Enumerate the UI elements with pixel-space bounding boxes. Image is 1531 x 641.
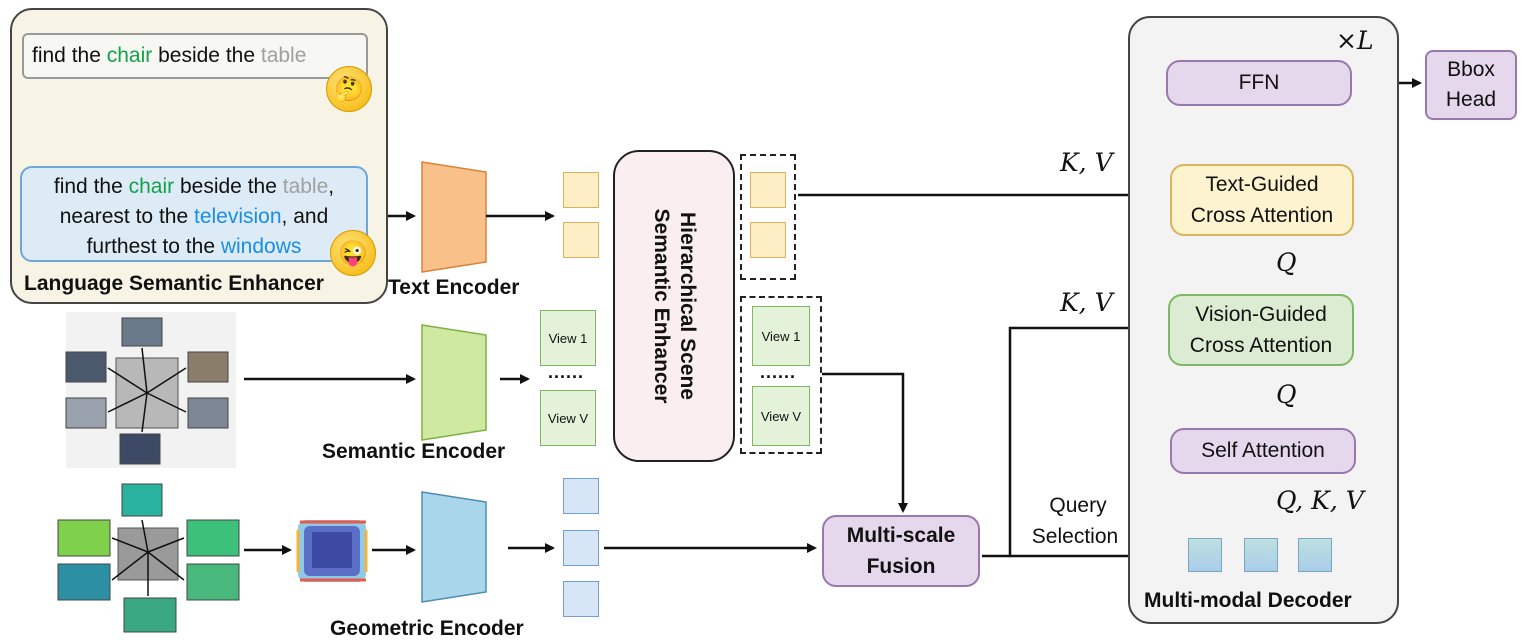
ffn-block: FFN [1166, 60, 1352, 106]
grinning-face-icon: 😜 [330, 230, 376, 276]
arrow-fusion-to-vision-guided [982, 323, 1164, 558]
query-text: , and [281, 205, 329, 228]
layer-repeat-label: ×L [1336, 26, 1374, 55]
text-encoder-shape [421, 161, 487, 273]
thinking-face-icon: 🤔 [326, 66, 372, 112]
hse-label-line-1: Hierarchical Scene [676, 212, 699, 400]
view-token: View 1 [540, 310, 596, 366]
query-selection-line-2: Selection [1031, 525, 1119, 548]
enhanced-view-token-group [740, 296, 822, 454]
ffn-label: FFN [1238, 71, 1280, 94]
query-selection-label: Query Selection [1032, 490, 1120, 552]
kv-text-label: K, V [1060, 148, 1113, 177]
point-cloud-icon [296, 520, 368, 582]
enhanced-text-token-group [740, 154, 796, 280]
geometric-token [563, 581, 599, 617]
hse-label: Hierarchical Scene Semantic Enhancer [648, 209, 700, 404]
enhanced-query: find the chair beside the table, nearest… [20, 166, 368, 262]
enhanced-query-line-1: find the chair beside the table, [22, 172, 366, 202]
query-text: find the [53, 175, 129, 198]
bbox-head-line-2: Head [1445, 88, 1497, 111]
original-query: find the chair beside the table [22, 33, 368, 79]
multi-scale-fusion: Multi-scale Fusion [822, 515, 980, 587]
query-text: furthest to the [86, 235, 221, 258]
semantic-encoder-shape [421, 324, 487, 441]
query-selection-line-1: Query [1049, 494, 1107, 517]
kv-vision-label: K, V [1060, 288, 1113, 317]
view-token-label: View 1 [761, 328, 801, 344]
vision-guided-line-2: Cross Attention [1189, 334, 1333, 357]
qkv-label: Q, K, V [1276, 486, 1364, 515]
self-attention-label: Self Attention [1201, 439, 1325, 462]
query-text: find the [32, 44, 107, 67]
geometric-encoder-label: Geometric Encoder [330, 617, 524, 640]
arrow-visual-tokens-to-fusion [822, 372, 908, 513]
ellipsis: ...... [548, 362, 585, 382]
text-guided-cross-attention: Text-Guided Cross Attention [1170, 164, 1354, 236]
vision-guided-line-1: Vision-Guided [1195, 303, 1327, 326]
query-text: beside the [152, 44, 261, 67]
vision-guided-cross-attention: Vision-Guided Cross Attention [1168, 294, 1354, 366]
text-guided-line-2: Cross Attention [1190, 204, 1334, 227]
self-attention-block: Self Attention [1170, 428, 1356, 474]
view-token-label: View V [547, 410, 589, 426]
q-label: Q [1276, 248, 1297, 277]
enhanced-text-token [750, 222, 786, 258]
multiview-image-grid [65, 312, 236, 468]
anchor-object: table [260, 44, 307, 67]
enhanced-query-line-3: furthest to the windows [22, 232, 366, 262]
view-token-label: View V [760, 408, 802, 424]
bbox-head-line-1: Bbox [1447, 58, 1495, 81]
query-token [1244, 538, 1278, 572]
geometric-token [563, 478, 599, 514]
enhanced-view-token: View 1 [752, 306, 810, 366]
fusion-label-line-2: Fusion [866, 555, 936, 578]
landmark-television: television [193, 205, 282, 228]
query-text: beside the [174, 175, 283, 198]
text-token [563, 222, 599, 258]
geometric-encoder-shape [421, 491, 487, 603]
ellipsis: ...... [760, 362, 797, 382]
view-token: View V [540, 390, 596, 446]
target-object: chair [106, 44, 153, 67]
fusion-label-line-1: Multi-scale [846, 524, 956, 547]
enhanced-text-token [750, 172, 786, 208]
text-encoder-label: Text Encoder [388, 276, 520, 299]
landmark-windows: windows [220, 235, 302, 258]
query-token [1188, 538, 1222, 572]
q-label: Q [1276, 380, 1297, 409]
query-token [1298, 538, 1332, 572]
query-text: , [328, 175, 335, 198]
enhanced-query-line-2: nearest to the television, and [22, 202, 366, 232]
bbox-head: Bbox Head [1425, 50, 1517, 120]
hse-label-line-2: Semantic Enhancer [650, 208, 673, 404]
anchor-object: table [282, 175, 329, 198]
view-token-label: View 1 [548, 330, 588, 346]
hierarchical-scene-semantic-enhancer: Hierarchical Scene Semantic Enhancer [613, 150, 735, 462]
geometric-token [563, 530, 599, 566]
decoder-title: Multi-modal Decoder [1144, 589, 1352, 612]
semantic-encoder-label: Semantic Encoder [322, 440, 506, 463]
text-guided-line-1: Text-Guided [1205, 173, 1319, 196]
language-enhancer-title: Language Semantic Enhancer [24, 272, 324, 295]
query-text: nearest to the [59, 205, 194, 228]
depth-map-grid [57, 483, 240, 633]
text-token [563, 172, 599, 208]
target-object: chair [128, 175, 175, 198]
enhanced-view-token: View V [752, 386, 810, 446]
